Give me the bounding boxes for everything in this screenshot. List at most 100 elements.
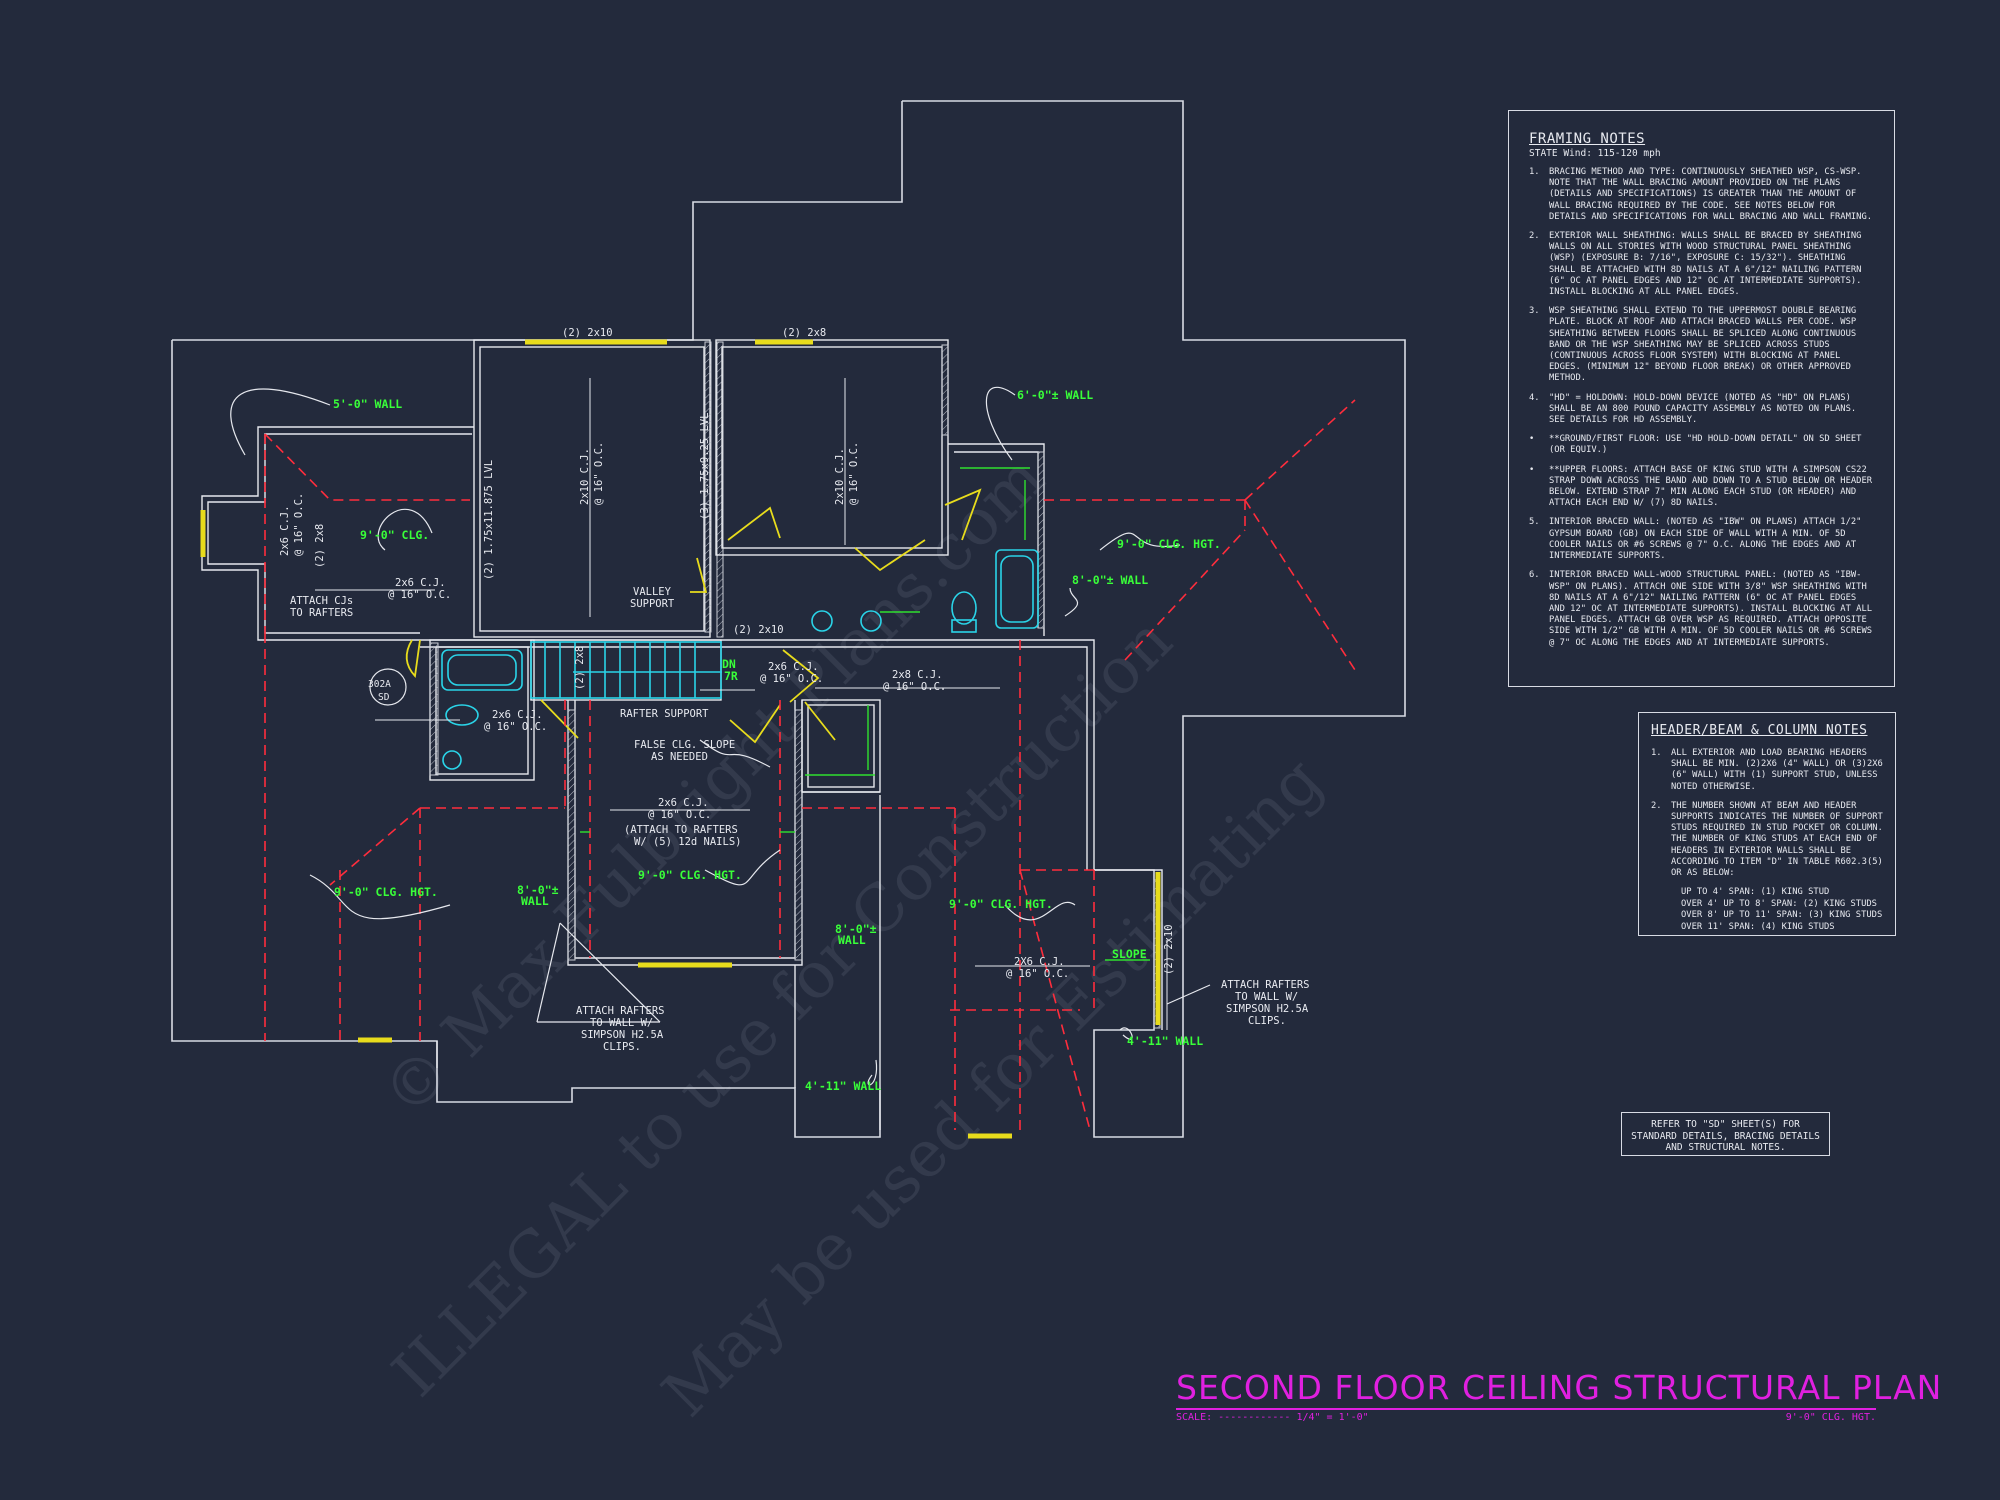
span-item: OVER 8' UP TO 11' SPAN: (3) KING STUDS <box>1681 910 1883 921</box>
wall-height-8ft-mid-1: 8'-0"± <box>835 922 877 936</box>
note-text: EXTERIOR WALL SHEATHING: WALLS SHALL BE … <box>1549 231 1862 298</box>
framing-notes-title: FRAMING NOTES <box>1529 131 1646 147</box>
scale-value: 1/4" = 1'-0" <box>1296 1412 1369 1423</box>
note-text: THE NUMBER SHOWN AT BEAM AND HEADER SUPP… <box>1671 800 1883 879</box>
cj-label-attach: 2x6 C.J. <box>395 577 446 589</box>
refer-sd-sheet-note: REFER TO "SD" SHEET(S) FOR STANDARD DETA… <box>1621 1112 1830 1156</box>
ceiling-height-bath: 9'-0" CLG. HGT. <box>1117 537 1221 551</box>
ceiling-height-center: 9'-0" CLG. HGT. <box>638 868 742 882</box>
header-notes-panel: HEADER/BEAM & COLUMN NOTES 1.ALL EXTERIO… <box>1638 712 1896 936</box>
cj-label-attach-spacing: @ 16" O.C. <box>388 589 451 601</box>
note-item: 2.EXTERIOR WALL SHEATHING: WALLS SHALL B… <box>1529 231 1876 298</box>
false-ceiling-line-1: FALSE CLG. SLOPE <box>634 739 735 751</box>
framing-notes-subtitle: STATE Wind: 115-120 mph <box>1529 148 1661 159</box>
span-item: OVER 11' SPAN: (4) KING STUDS <box>1681 921 1835 932</box>
cj-label-center-spacing: @ 16" O.C. <box>648 809 711 821</box>
cj-label-2x8-spacing: @ 16" O.C. <box>883 681 946 693</box>
cj-label-hall: 2x6 C.J. <box>768 661 819 673</box>
cj-label-center: 2x6 C.J. <box>658 797 709 809</box>
wall-height-5ft: 5'-0" WALL <box>333 397 402 411</box>
false-ceiling-line-2: AS NEEDED <box>651 751 708 763</box>
stair-down-label: DN <box>722 657 736 671</box>
wall-height-4-11-b: 4'-11" WALL <box>1127 1034 1203 1048</box>
cj-label-center-attach-1: (ATTACH TO RAFTERS <box>624 824 738 836</box>
cj-label-bath-spacing: @ 16" O.C. <box>484 721 547 733</box>
note-number: 6. <box>1529 570 1540 581</box>
section-marker-sheet: SD <box>378 692 390 703</box>
wall-height-4-11-a: 4'-11" WALL <box>805 1079 881 1093</box>
ceiling-height-note: 9'-0" CLG. HGT. <box>1785 1412 1876 1423</box>
beam-label-2x10-top: (2) 2x10 <box>562 327 613 339</box>
attach-rafters-right-3: SIMPSON H2.5A <box>1226 1003 1309 1015</box>
attach-rafters-right-1: ATTACH RAFTERS <box>1221 979 1310 991</box>
note-number: 3. <box>1529 306 1540 317</box>
wall-height-6ft: 6'-0"± WALL <box>1017 388 1093 402</box>
note-text: BRACING METHOD AND TYPE: CONTINUOUSLY SH… <box>1549 167 1873 222</box>
title-underline <box>1176 1408 1876 1410</box>
cj-label-right: 2X6 C.J. <box>1014 956 1065 968</box>
dimension-arrows <box>315 378 1090 967</box>
header-notes-list: 1. ALL EXTERIOR AND LOAD BEARING HEADERS … <box>1651 748 1883 879</box>
valley-support-line-2: SUPPORT <box>630 598 675 610</box>
cj-label-bath: 2x6 C.J. <box>492 709 543 721</box>
cj-label-left-spacing: @ 16" O.C. <box>293 493 305 556</box>
note-text: WSP SHEATHING SHALL EXTEND TO THE UPPERM… <box>1549 306 1857 384</box>
note-text: ALL EXTERIOR AND LOAD BEARING HEADERS SH… <box>1671 748 1883 792</box>
note-item: 6. INTERIOR BRACED WALL-WOOD STRUCTURAL P… <box>1529 570 1876 648</box>
scale-row: SCALE: ------------ 1/4" = 1'-0" <box>1176 1412 1369 1423</box>
span-item: OVER 4' UP TO 8' SPAN: (2) KING STUDS <box>1681 898 1877 909</box>
drawing-title: SECOND FLOOR CEILING STRUCTURAL PLAN <box>1176 1368 1943 1407</box>
lvl-label-2: (3) 1.75x9.25 LVL <box>699 413 711 520</box>
note-text: **UPPER FLOORS: ATTACH BASE OF KING STUD… <box>1549 464 1873 509</box>
cj-label-bedroom-1-spacing: @ 16" O.C. <box>593 442 605 505</box>
drawing-title-block: SECOND FLOOR CEILING STRUCTURAL PLAN SCA… <box>1176 1368 1943 1423</box>
ceiling-height-bonus: 9'-0" CLG. HGT. <box>334 885 438 899</box>
scale-dashes: ------------ <box>1218 1412 1297 1423</box>
ceiling-height-left-room: 9'-0" CLG. <box>360 528 429 542</box>
framing-notes-list: 1. BRACING METHOD AND TYPE: CONTINUOUSLY … <box>1529 167 1876 649</box>
lvl-label-1: (2) 1.75x11.875 LVL <box>483 460 495 580</box>
attach-rafters-left-4: CLIPS. <box>603 1041 641 1053</box>
note-number: • <box>1529 464 1535 475</box>
note-number: 1. <box>1529 167 1540 177</box>
wall-height-8ft-left-1: 8'-0"± <box>517 883 559 897</box>
note-number: 4. <box>1529 392 1540 403</box>
stair-risers-label: 7R <box>724 669 738 683</box>
scale-label: SCALE: <box>1176 1412 1213 1423</box>
cj-label-2x8: 2x8 C.J. <box>892 669 943 681</box>
section-marker-number: 302A <box>368 679 391 690</box>
roof-hip-lines <box>264 399 1356 1131</box>
cj-label-hall-spacing: @ 16" O.C. <box>760 673 823 685</box>
note-text: **GROUND/FIRST FLOOR: USE "HD HOLD-DOWN … <box>1549 434 1862 456</box>
wall-height-8ft-mid-2: WALL <box>838 933 866 947</box>
attach-rafters-right-4: CLIPS. <box>1248 1015 1286 1027</box>
note-item: 1. ALL EXTERIOR AND LOAD BEARING HEADERS … <box>1651 748 1883 793</box>
door-swings <box>405 488 982 744</box>
leader-lines <box>230 386 1211 1086</box>
note-item: •**GROUND/FIRST FLOOR: USE "HD HOLD-DOWN… <box>1529 434 1876 456</box>
cj-label-bedroom-2: 2x10 C.J. <box>834 448 846 505</box>
slope-label: SLOPE <box>1112 947 1147 961</box>
note-number: 2. <box>1651 800 1662 811</box>
attach-cjs-line-2: TO RAFTERS <box>290 607 353 619</box>
cj-label-bedroom-1: 2x10 C.J. <box>579 448 591 505</box>
attach-rafters-left-3: SIMPSON H2.5A <box>581 1029 664 1041</box>
note-text: INTERIOR BRACED WALL-WOOD STRUCTURAL PAN… <box>1549 570 1873 648</box>
stair-treads <box>530 641 722 699</box>
attach-rafters-left-2: TO WALL W/ <box>590 1017 653 1029</box>
beams <box>200 339 1161 1139</box>
beam-label-2x10-right: (2) 2x10 <box>1163 924 1175 975</box>
interior-walls <box>201 339 1163 1130</box>
ceiling-height-right: 9'-0" CLG. HGT. <box>949 897 1053 911</box>
wall-height-8ft-right: 8'-0"± WALL <box>1072 573 1148 587</box>
green-markers <box>580 467 1150 961</box>
attach-cjs-line-1: ATTACH CJs <box>290 595 353 607</box>
note-number: 1. <box>1651 748 1662 758</box>
note-item: 4."HD" = HOLDOWN: HOLD-DOWN DEVICE (NOTE… <box>1529 393 1876 427</box>
beam-label-2x8-top: (2) 2x8 <box>782 327 826 339</box>
note-text: INTERIOR BRACED WALL: (NOTED AS "IBW" ON… <box>1549 517 1862 562</box>
cj-label-bedroom-2-spacing: @ 16" O.C. <box>848 442 860 505</box>
note-item: 3. WSP SHEATHING SHALL EXTEND TO THE UPPE… <box>1529 306 1876 384</box>
